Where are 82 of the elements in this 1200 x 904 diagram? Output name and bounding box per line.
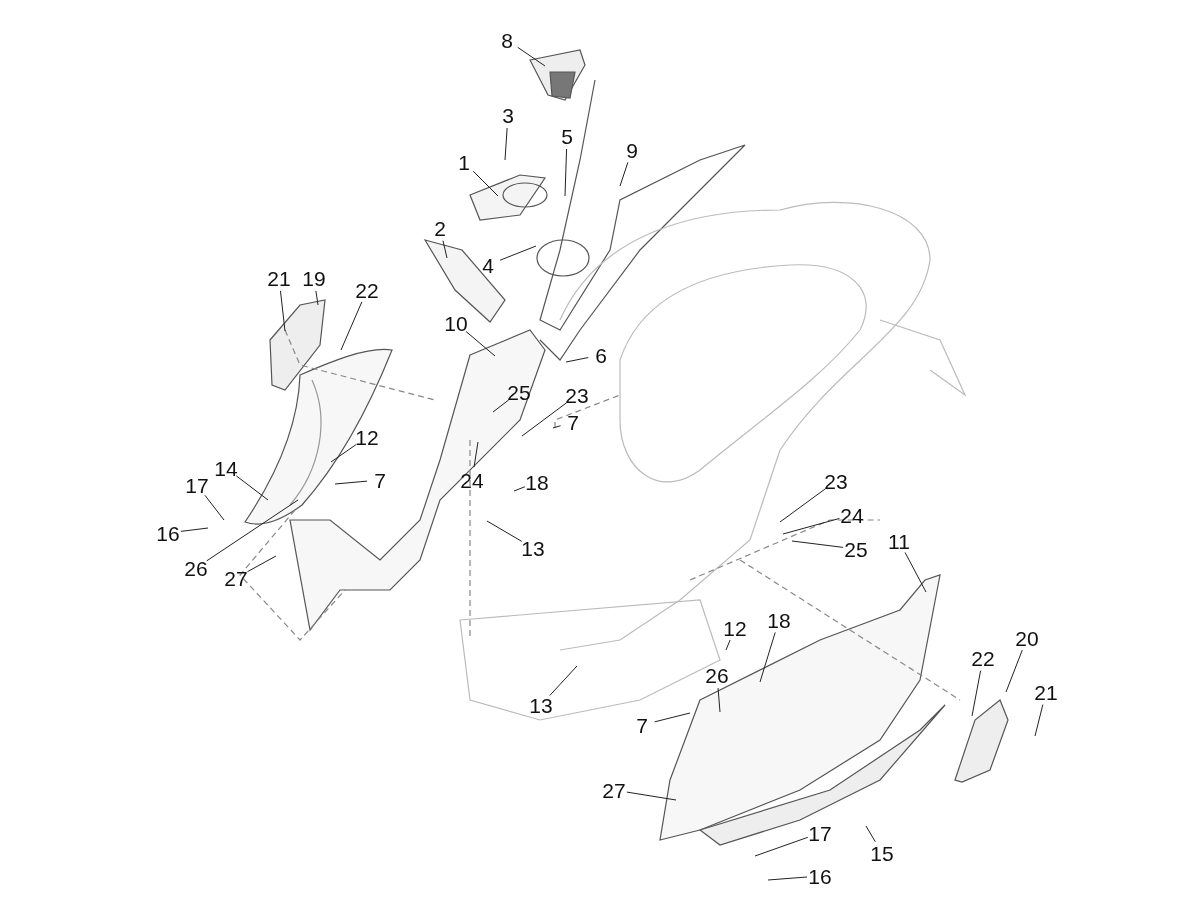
- callout-number: 21: [266, 266, 292, 290]
- callout-number: 23: [564, 383, 590, 407]
- leader-line: [779, 488, 826, 523]
- leader-line: [246, 555, 277, 573]
- callout-number: 5: [560, 124, 574, 148]
- callout-number: 16: [155, 521, 181, 545]
- callout-number: 19: [301, 266, 327, 290]
- callout-number: 26: [183, 556, 209, 580]
- callout-number: 21: [1033, 680, 1059, 704]
- leader-line: [517, 46, 546, 67]
- leader-line: [465, 330, 496, 357]
- callout-number: 12: [354, 425, 380, 449]
- callout-number: 22: [970, 646, 996, 670]
- callout-number: 17: [184, 473, 210, 497]
- leader-line: [180, 527, 209, 532]
- leader-line: [754, 836, 809, 857]
- leader-line: [330, 443, 357, 463]
- leader-line: [340, 301, 363, 351]
- callout-number: 6: [594, 343, 608, 367]
- leader-line: [504, 127, 508, 161]
- leader-line: [865, 825, 876, 843]
- callout-number: 1: [457, 150, 471, 174]
- leader-line: [1005, 649, 1023, 693]
- leader-line: [654, 712, 691, 723]
- callout-number: 7: [566, 410, 580, 434]
- leader-line: [971, 670, 982, 717]
- callout-number: 22: [354, 278, 380, 302]
- leader-line: [315, 290, 319, 306]
- callout-number: 9: [625, 138, 639, 162]
- leader-line: [472, 170, 499, 197]
- callout-number: 2: [433, 216, 447, 240]
- callout-number: 20: [1014, 626, 1040, 650]
- callout-number: 13: [528, 693, 554, 717]
- leader-line: [279, 290, 286, 332]
- callout-number: 10: [443, 311, 469, 335]
- callout-number: 25: [843, 537, 869, 561]
- leader-line: [725, 639, 731, 651]
- leader-line: [904, 552, 927, 593]
- leader-line: [717, 687, 721, 713]
- callout-number: 14: [213, 456, 239, 480]
- callout-number: 18: [766, 608, 792, 632]
- leader-line: [334, 480, 368, 485]
- leader-line: [499, 245, 537, 261]
- callout-number: 7: [635, 713, 649, 737]
- leader-line: [513, 486, 526, 492]
- callout-number: 18: [524, 470, 550, 494]
- leader-line: [759, 631, 776, 683]
- leader-line: [782, 517, 840, 535]
- leader-line: [206, 499, 299, 562]
- leader-line: [791, 540, 844, 548]
- callout-number: 27: [601, 778, 627, 802]
- leader-line: [486, 520, 523, 542]
- callout-number: 8: [500, 28, 514, 52]
- callout-number: 7: [373, 468, 387, 492]
- callout-number: 17: [807, 821, 833, 845]
- callout-number: 24: [839, 503, 865, 527]
- callout-number: 16: [807, 864, 833, 888]
- leader-line: [235, 475, 269, 501]
- leader-line: [473, 441, 479, 468]
- leader-line: [564, 148, 568, 197]
- leader-line: [1034, 704, 1044, 737]
- callout-number: 26: [704, 663, 730, 687]
- leader-line: [549, 665, 578, 696]
- leader-line: [565, 357, 589, 363]
- callout-number: 3: [501, 103, 515, 127]
- callout-number: 11: [887, 529, 911, 553]
- leader-line: [521, 402, 568, 437]
- callout-number: 13: [520, 536, 546, 560]
- callout-number: 12: [722, 616, 748, 640]
- leader-line: [204, 494, 225, 521]
- callout-number: 23: [823, 469, 849, 493]
- callout-number: 24: [459, 468, 485, 492]
- leader-line: [552, 425, 562, 429]
- callout-number: 15: [869, 841, 895, 865]
- leader-line: [619, 161, 629, 187]
- leader-line: [492, 399, 510, 413]
- leader-line: [626, 791, 677, 801]
- leader-line: [442, 240, 448, 259]
- callout-number: 4: [481, 253, 495, 277]
- callout-number: 25: [506, 380, 532, 404]
- callout-number: 27: [223, 566, 249, 590]
- leader-line: [767, 876, 808, 881]
